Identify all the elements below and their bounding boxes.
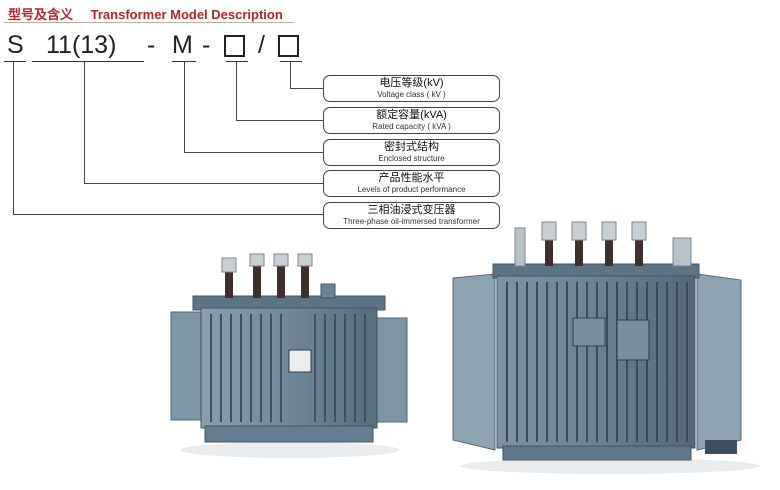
title-cn: 型号及含义 [8, 7, 74, 22]
label-cn: 三相油浸式变压器 [367, 204, 456, 216]
label-transformer-type: 三相油浸式变压器 Three-phase oil-immersed transf… [323, 202, 500, 229]
transformer-photo-small [170, 253, 408, 458]
connector-voltage [290, 62, 291, 89]
code-dash-1: - [147, 31, 156, 59]
connector-voltage-h [290, 88, 324, 89]
label-performance-level: 产品性能水平 Levels of product performance [323, 170, 500, 197]
capacity-placeholder-box [224, 35, 245, 57]
label-enclosed-structure: 密封式结构 Enclosed structure [323, 139, 500, 166]
code-structure: M [172, 31, 193, 59]
label-cn: 电压等级(kV) [379, 77, 444, 89]
connector-series-h [13, 214, 324, 215]
code-slash: / [258, 31, 265, 59]
section-title: 型号及含义 Transformer Model Description [8, 4, 283, 23]
label-rated-capacity: 额定容量(kVA) Rated capacity ( kVA ) [323, 107, 500, 134]
label-en: Voltage class ( kV ) [377, 90, 446, 99]
code-dash-2: - [202, 31, 211, 59]
underline-structure [172, 61, 196, 62]
connector-structure-h [184, 152, 324, 153]
connector-capacity-h [236, 120, 324, 121]
code-series: S [7, 31, 24, 59]
underline-series [4, 61, 26, 62]
label-cn: 密封式结构 [384, 141, 439, 153]
title-divider [4, 22, 294, 23]
code-level: 11(13) [46, 31, 117, 59]
label-en: Enclosed structure [378, 154, 445, 163]
label-en: Levels of product performance [357, 185, 466, 194]
label-cn: 额定容量(kVA) [376, 109, 447, 121]
label-en: Three-phase oil-immersed transformer [343, 217, 480, 226]
connector-level-h [84, 183, 324, 184]
connector-level [84, 62, 85, 184]
voltage-placeholder-box [278, 35, 299, 57]
connector-structure [184, 62, 185, 153]
underline-level [32, 61, 144, 62]
label-cn: 产品性能水平 [378, 172, 445, 184]
connector-series [13, 62, 14, 215]
label-voltage-class: 电压等级(kV) Voltage class ( kV ) [323, 75, 500, 102]
underline-voltage [280, 61, 302, 62]
transformer-photo-large [452, 221, 760, 474]
underline-capacity [226, 61, 248, 62]
label-en: Rated capacity ( kVA ) [372, 122, 451, 131]
connector-capacity [236, 62, 237, 121]
title-en: Transformer Model Description [90, 7, 283, 22]
